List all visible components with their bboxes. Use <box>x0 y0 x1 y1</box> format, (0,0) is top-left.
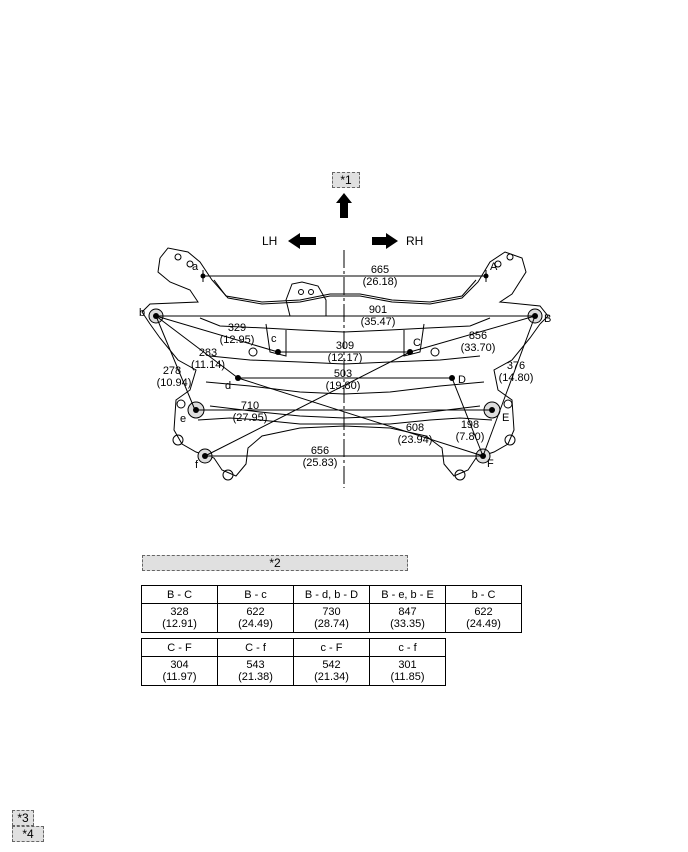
dim-656-in: (25.83) <box>303 457 338 469</box>
left-arrow-icon <box>288 233 316 249</box>
table-cell: 730(28.74) <box>293 603 370 633</box>
callout-4: *4 <box>12 826 44 842</box>
point-label-a: a <box>192 261 199 273</box>
callout-1: *1 <box>332 172 360 188</box>
table-cell: 542(21.34) <box>293 656 370 686</box>
spec-table-2: C - F C - f c - F c - f 304(11.97) 543(2… <box>141 638 446 686</box>
point-label-B: B <box>544 313 551 325</box>
table-cell: 622(24.49) <box>217 603 294 633</box>
right-arrow-icon <box>372 233 398 249</box>
point-label-f: f <box>195 459 199 471</box>
dim-376-in: (14.80) <box>499 372 534 384</box>
lh-label: LH <box>262 234 277 248</box>
table-header: b - C <box>445 585 522 604</box>
front-arrow-icon <box>336 193 352 218</box>
table-cell: 304(11.97) <box>141 656 218 686</box>
spec-table-1: B - C B - c B - d, b - D B - e, b - E b … <box>141 585 522 633</box>
point-label-F: F <box>487 458 494 470</box>
dim-329-in: (12.95) <box>220 334 255 346</box>
table-header: B - C <box>141 585 218 604</box>
table-header: c - F <box>293 638 370 657</box>
dim-608-in: (23.94) <box>398 434 433 446</box>
table-cell: 328(12.91) <box>141 603 218 633</box>
dim-329: 329 <box>228 322 246 334</box>
table-header: B - d, b - D <box>293 585 370 604</box>
table-header: B - e, b - E <box>369 585 446 604</box>
dim-856: 856 <box>469 330 487 342</box>
dim-278-in: (10.94) <box>157 377 192 389</box>
rh-label: RH <box>406 234 423 248</box>
dim-901: 901 <box>369 304 387 316</box>
dim-309-in: (12.17) <box>328 352 363 364</box>
measurement-lines <box>155 270 536 457</box>
dim-608: 608 <box>406 422 424 434</box>
table-cell: 847(33.35) <box>369 603 446 633</box>
callout-2: *2 <box>142 555 408 571</box>
point-label-d: d <box>225 380 231 392</box>
measurement-points <box>200 273 489 381</box>
point-label-c: c <box>271 333 277 345</box>
point-label-D: D <box>458 374 466 386</box>
dim-198: 198 <box>461 419 479 431</box>
table-cell: 301(11.85) <box>369 656 446 686</box>
dim-503-in: (19.80) <box>326 380 361 392</box>
dim-278: 278 <box>163 365 181 377</box>
dim-856-in: (33.70) <box>461 342 496 354</box>
point-label-e: e <box>180 413 186 425</box>
point-label-A: A <box>490 261 498 273</box>
point-label-C: C <box>413 337 421 349</box>
dim-283: 283 <box>199 347 217 359</box>
dim-665: 665 <box>371 264 389 276</box>
table-header: c - f <box>369 638 446 657</box>
dim-198-in: (7.80) <box>456 431 485 443</box>
dim-503: 503 <box>334 368 352 380</box>
dim-710: 710 <box>241 400 259 412</box>
point-label-b: b <box>139 307 145 319</box>
table-header: C - F <box>141 638 218 657</box>
dim-901-in: (35.47) <box>361 316 396 328</box>
table-cell: 543(21.38) <box>217 656 294 686</box>
table-header: C - f <box>217 638 294 657</box>
dim-656: 656 <box>311 445 329 457</box>
table-header: B - c <box>217 585 294 604</box>
dim-283-in: (11.14) <box>191 359 225 371</box>
dim-710-in: (27.95) <box>233 412 268 424</box>
dim-665-in: (26.18) <box>363 276 398 288</box>
dim-309: 309 <box>336 340 354 352</box>
dim-376: 376 <box>507 360 525 372</box>
table-cell: 622(24.49) <box>445 603 522 633</box>
point-label-E: E <box>502 412 509 424</box>
callout-3: *3 <box>12 810 34 826</box>
